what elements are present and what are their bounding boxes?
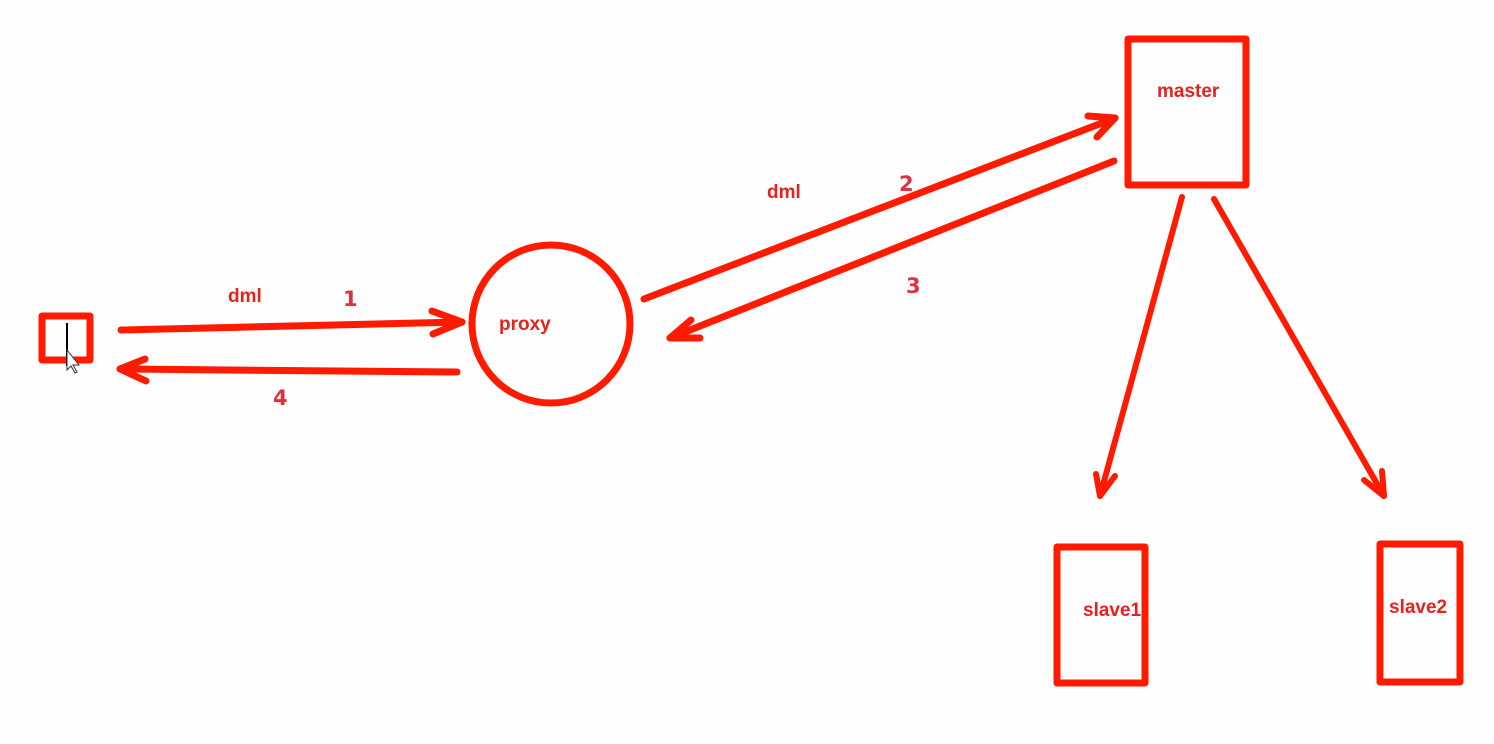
step-number-4: 4 <box>273 386 288 410</box>
edge-master-to-slave2 <box>1211 196 1387 499</box>
step-number-2: 2 <box>899 172 914 196</box>
master-node[interactable]: master <box>1124 35 1250 189</box>
slave2-label: slave2 <box>1389 597 1447 618</box>
edge-label-dml-2: dml <box>767 182 801 203</box>
master-label: master <box>1157 81 1220 102</box>
slave1-label: slave1 <box>1083 600 1142 621</box>
edge-label-dml-1: dml <box>228 286 262 307</box>
proxy-node[interactable]: proxy <box>468 241 634 407</box>
arrowhead-icon <box>1361 468 1387 499</box>
edge-proxy-to-client: 4 <box>116 355 461 410</box>
arrowhead-icon <box>116 355 150 385</box>
mouse-pointer-icon <box>66 348 81 374</box>
arrowhead-icon <box>428 307 466 338</box>
edge-master-to-proxy: 3 <box>666 157 1118 342</box>
client-node[interactable] <box>38 312 94 374</box>
edge-proxy-to-master: dml 2 <box>640 112 1119 303</box>
slave1-node[interactable]: slave1 <box>1053 543 1149 687</box>
slave2-node[interactable]: slave2 <box>1376 540 1464 686</box>
step-number-1: 1 <box>343 287 358 311</box>
step-number-3: 3 <box>906 274 921 298</box>
arrowhead-icon <box>1093 471 1118 499</box>
proxy-label: proxy <box>499 314 551 335</box>
edge-master-to-slave1 <box>1093 194 1185 499</box>
arrowhead-icon <box>1084 112 1119 141</box>
edge-client-to-proxy: dml 1 <box>117 286 466 338</box>
arrowhead-icon <box>666 316 704 342</box>
